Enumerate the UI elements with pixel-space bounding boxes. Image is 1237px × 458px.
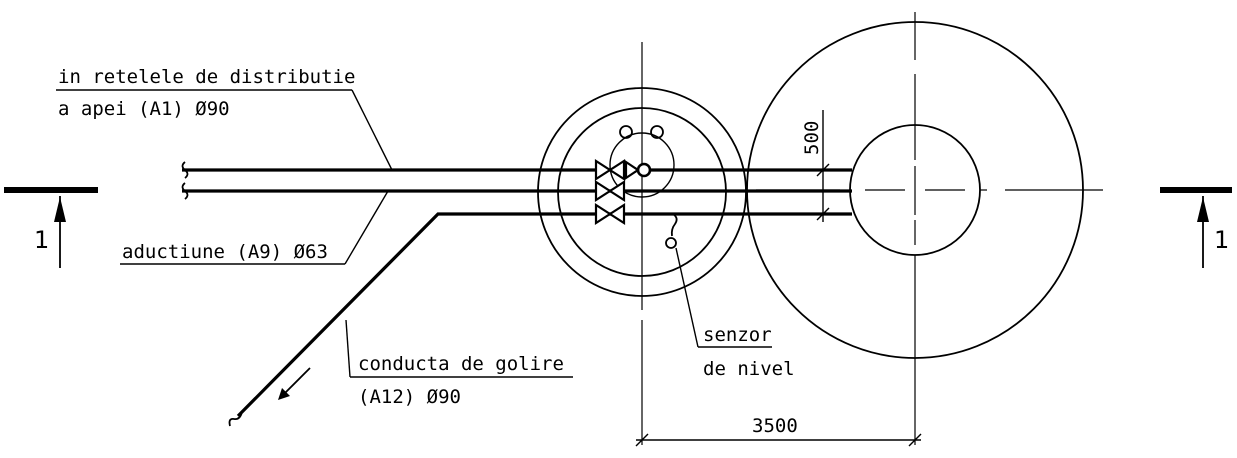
dim-500-label: 500 bbox=[801, 121, 823, 155]
leader-golire bbox=[345, 319, 351, 378]
dim-3500-tick-right bbox=[908, 433, 922, 447]
dim-500-tick-top bbox=[816, 163, 830, 177]
section-right-arrow-icon bbox=[1197, 197, 1209, 222]
meter-1-icon bbox=[636, 162, 652, 178]
manhole-arc bbox=[609, 132, 675, 198]
dimensions: 500 3500 bbox=[635, 110, 922, 447]
label-golire-line2: (A12) Ø90 bbox=[358, 386, 461, 408]
label-aductiune: aductiune (A9) Ø63 bbox=[122, 241, 328, 263]
dim-500-tick-bottom bbox=[816, 207, 830, 221]
valves bbox=[594, 158, 678, 249]
label-distributie-line1: in retelele de distributie bbox=[58, 66, 355, 88]
gate-valve-1-icon bbox=[594, 158, 626, 182]
label-senzor-line2: de nivel bbox=[703, 358, 795, 380]
pipe-break-distributie-icon bbox=[181, 161, 189, 179]
check-valve-1-icon bbox=[624, 159, 640, 181]
valve-chamber bbox=[537, 42, 747, 445]
section-mark-right: 1 bbox=[1160, 187, 1232, 268]
section-left-label: 1 bbox=[34, 226, 49, 254]
dim-3500-label: 3500 bbox=[752, 415, 798, 437]
section-mark-left: 1 bbox=[4, 187, 98, 268]
access-ring-right-icon bbox=[650, 125, 664, 139]
pipes bbox=[181, 161, 852, 427]
pipe-break-golire-icon bbox=[228, 411, 243, 427]
reservoir bbox=[746, 12, 1103, 445]
leader-aductiune bbox=[344, 190, 389, 265]
gate-valve-3-icon bbox=[594, 202, 626, 226]
label-senzor-line1: senzor bbox=[703, 324, 772, 346]
leader-distributie bbox=[351, 89, 393, 171]
label-distributie-line2: a apei (A1) Ø90 bbox=[58, 98, 230, 120]
flow-arrow-head-icon bbox=[278, 388, 290, 400]
label-golire-line1: conducta de golire bbox=[358, 353, 564, 375]
level-sensor-float-icon bbox=[665, 237, 677, 249]
annotations: in retelele de distributie a apei (A1) Ø… bbox=[56, 66, 795, 408]
level-sensor-icon bbox=[670, 213, 678, 237]
flow-arrow-golire bbox=[281, 367, 311, 397]
section-right-label: 1 bbox=[1214, 226, 1229, 254]
gate-valve-2-icon bbox=[594, 179, 626, 203]
dim-3500-tick-left bbox=[635, 433, 649, 447]
leader-senzor bbox=[675, 247, 699, 348]
section-left-arrow-icon bbox=[54, 197, 66, 222]
pipe-golire bbox=[236, 212, 852, 418]
access-ring-left-icon bbox=[619, 125, 633, 139]
pipe-break-aductiune-icon bbox=[181, 182, 189, 200]
